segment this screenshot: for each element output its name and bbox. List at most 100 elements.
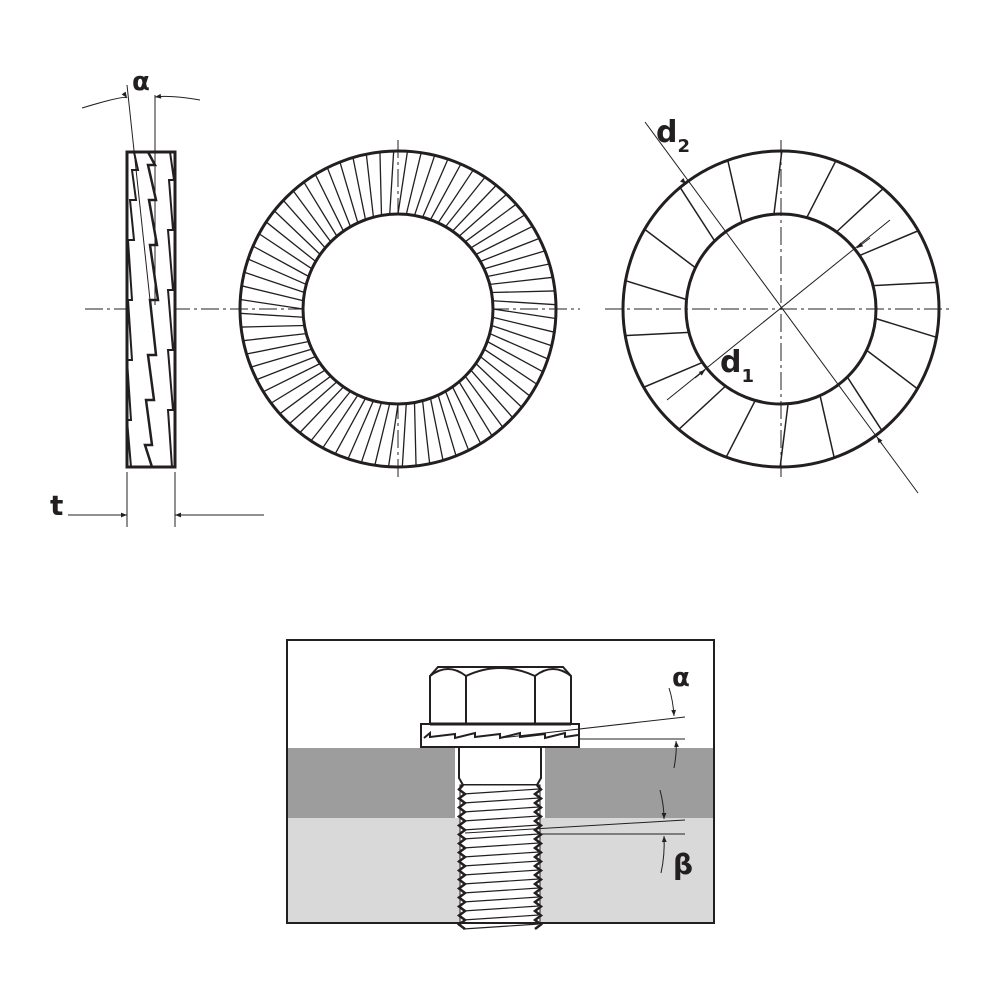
alpha-label-top: α <box>132 67 150 97</box>
serration-line <box>491 324 552 347</box>
washer-front-view <box>230 140 580 480</box>
serration-line <box>273 210 321 255</box>
serration-line <box>437 169 474 224</box>
bolt-thread <box>456 784 544 930</box>
serration-line <box>451 386 482 444</box>
serration-line <box>429 398 444 461</box>
cam-line <box>846 376 883 431</box>
serration-line <box>475 363 523 408</box>
serration-line <box>491 290 555 294</box>
serration-line <box>250 348 313 368</box>
serration-line <box>421 400 431 464</box>
serration-line <box>310 390 352 442</box>
cam-line <box>727 160 743 223</box>
serration-line <box>458 381 493 437</box>
cam-line <box>678 385 727 431</box>
serration-line <box>487 263 550 278</box>
serration-line <box>282 199 326 249</box>
serration-line <box>322 394 359 449</box>
assembly-view <box>286 639 715 930</box>
thread-lines <box>462 788 540 930</box>
cam-line <box>806 160 837 218</box>
serration-line <box>347 400 375 460</box>
serration-line <box>263 362 321 393</box>
serration-line <box>401 403 407 467</box>
thickness-label: t <box>50 489 63 522</box>
serration-line <box>334 397 367 455</box>
serration-line <box>479 355 531 397</box>
serration-line <box>374 403 391 466</box>
cam-line <box>866 349 918 390</box>
serration-line <box>244 271 305 294</box>
serration-line <box>452 184 497 232</box>
cam-line <box>779 403 789 468</box>
cam-line <box>644 228 696 269</box>
serration-line <box>247 258 307 286</box>
serration-line <box>303 181 338 237</box>
serration-line <box>365 154 375 218</box>
serration-line <box>243 332 307 342</box>
serration-line <box>252 245 310 278</box>
serration-line <box>405 152 422 215</box>
serration-line <box>299 386 344 434</box>
serration-line <box>389 151 395 215</box>
serration-line <box>314 174 345 232</box>
serration-line <box>256 355 316 381</box>
serration-line <box>483 250 546 270</box>
serration-line <box>483 348 538 385</box>
serration-line <box>489 332 549 360</box>
serration-line <box>292 190 332 243</box>
serration-line <box>464 375 504 428</box>
serration-line <box>413 402 417 466</box>
d2-label: d2 <box>656 115 690 157</box>
beta-label: β <box>673 848 693 881</box>
cam-line <box>625 331 689 337</box>
serration-line <box>470 214 526 249</box>
serration-line <box>492 308 556 320</box>
serration-line <box>258 233 313 270</box>
serration-line <box>270 369 326 404</box>
serration-line <box>241 285 304 302</box>
cam-line <box>625 279 687 301</box>
serration-line <box>486 340 544 373</box>
cam-line <box>679 187 716 242</box>
serration-line <box>470 369 514 419</box>
cam-line <box>859 230 919 257</box>
serration-line <box>339 161 359 224</box>
serration-line <box>241 324 305 328</box>
cam-line <box>875 317 937 339</box>
alpha-label-bottom: α <box>672 663 690 693</box>
serration-line <box>240 312 304 318</box>
serration-line <box>246 340 309 355</box>
serration-line <box>475 225 533 256</box>
washer-side-view <box>68 84 264 527</box>
serration-line <box>444 176 486 228</box>
cam-line <box>835 187 884 233</box>
serration-line <box>489 276 553 286</box>
serration-line <box>421 158 449 218</box>
cam-line <box>643 361 703 388</box>
serration-line <box>480 237 540 263</box>
serration-line <box>492 316 555 333</box>
serration-line <box>413 155 436 216</box>
washer-rear-view <box>605 121 950 494</box>
serration-line <box>437 394 457 457</box>
cam-line <box>725 400 756 458</box>
serration-line <box>326 167 352 227</box>
serration-line <box>352 157 367 220</box>
serration-line <box>387 403 399 467</box>
serration-line <box>265 221 317 263</box>
cam-line <box>773 150 783 215</box>
d1-label: d1 <box>720 345 754 387</box>
serration-line <box>492 300 556 306</box>
serration-line <box>464 203 517 243</box>
serration-line <box>279 375 332 415</box>
serration-line <box>288 381 338 425</box>
serration-line <box>360 402 383 463</box>
serration-line <box>240 298 304 310</box>
cam-line <box>819 395 835 458</box>
assembly-frame <box>286 639 715 924</box>
serration-line <box>458 193 508 237</box>
